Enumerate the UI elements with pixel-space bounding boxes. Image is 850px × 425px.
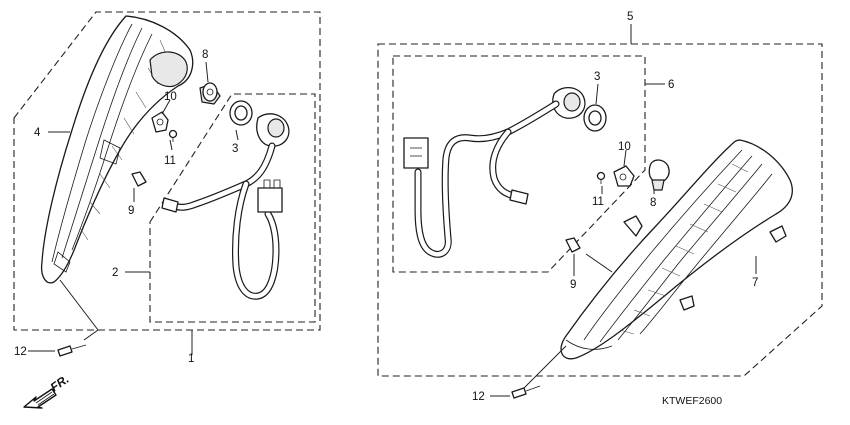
left-socket-harness-2 xyxy=(161,113,290,300)
right-socket-harness-6 xyxy=(403,87,586,258)
left-screw-12 xyxy=(57,344,87,357)
callout-3-left: 3 xyxy=(232,143,238,155)
left-winker-assembly-group xyxy=(13,11,321,357)
left-assembly-frame xyxy=(13,11,321,331)
left-wedge-bulb-9 xyxy=(131,171,147,187)
left-lens-housing xyxy=(40,15,194,284)
left-clip-10 xyxy=(151,111,169,133)
callout-4: 4 xyxy=(34,127,41,139)
left-screw-11 xyxy=(168,129,178,142)
callout-11-right: 11 xyxy=(592,196,604,208)
front-direction-arrow: FR. xyxy=(23,372,72,409)
right-clip-10 xyxy=(613,165,635,187)
right-assembly-frame xyxy=(377,43,823,377)
callout-5: 5 xyxy=(627,11,633,23)
right-harness-subframe xyxy=(392,55,646,273)
callout-11-left: 11 xyxy=(164,155,176,167)
callout-8-left: 8 xyxy=(202,49,208,61)
callout-1: 1 xyxy=(188,353,194,365)
callout-10-right: 10 xyxy=(618,141,631,153)
right-screw-12 xyxy=(511,385,541,399)
right-bulb-8 xyxy=(648,159,670,191)
callout-10-left: 10 xyxy=(164,91,177,103)
right-winker-assembly-group xyxy=(377,24,823,399)
callout-6: 6 xyxy=(668,79,674,91)
callout-8-right: 8 xyxy=(650,197,656,209)
right-grommet-3 xyxy=(583,104,607,132)
callout-7: 7 xyxy=(752,277,758,289)
left-grommet-3 xyxy=(229,100,253,126)
callout-12-left: 12 xyxy=(14,346,27,358)
callout-2: 2 xyxy=(112,267,118,279)
left-harness-subframe xyxy=(149,93,316,323)
right-lens-housing-7 xyxy=(560,139,793,360)
callout-9-right: 9 xyxy=(570,279,576,291)
front-arrow-icon xyxy=(23,388,57,409)
right-screw-11 xyxy=(596,171,606,184)
left-bulb-8 xyxy=(199,82,221,105)
right-wedge-bulb-9 xyxy=(565,237,581,253)
callout-12-right: 12 xyxy=(472,391,485,403)
diagram-code: KTWEF2600 xyxy=(662,395,722,407)
callout-9-left: 9 xyxy=(128,205,134,217)
callout-3-right: 3 xyxy=(594,71,600,83)
